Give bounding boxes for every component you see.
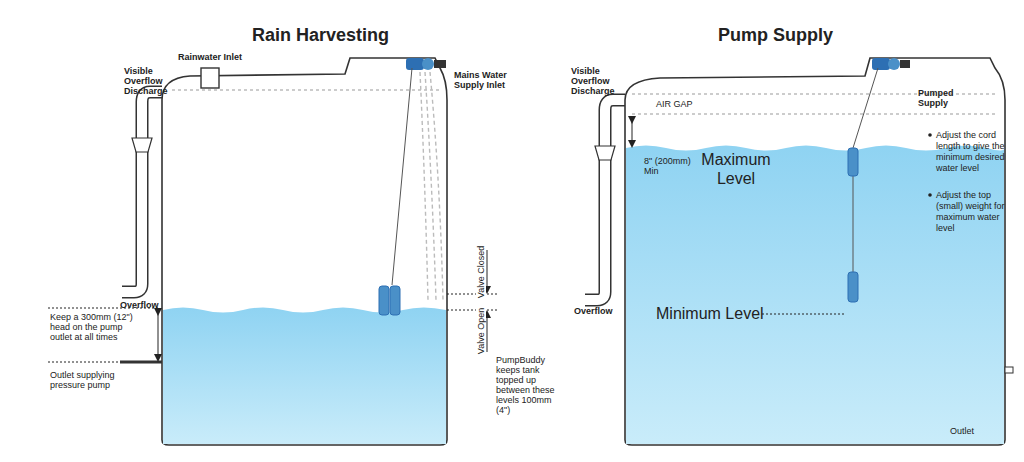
head-note: Keep a 300mm (12") head on the pump outl…: [50, 312, 146, 342]
level-label: Minimum Level: [656, 304, 766, 323]
inlet-label: Rainwater Inlet: [178, 52, 258, 62]
overflow-discharge-label: Visible Overflow Discharge: [571, 66, 629, 96]
level-note: PumpBuddy keeps tank topped up between t…: [496, 355, 558, 415]
inlet-label: Mains Water Supply Inlet: [454, 70, 516, 90]
overflow-label: Overflow: [574, 306, 634, 316]
outlet-label: Outlet: [950, 426, 1000, 436]
overflow-label: Overflow: [120, 300, 180, 310]
level-label: Maximum Level: [694, 150, 778, 188]
diagram-title: Pump Supply: [718, 24, 858, 46]
instruction-note: Adjust the top (small) weight for maximu…: [936, 190, 1016, 234]
supply-label: Pumped Supply: [918, 88, 978, 108]
overflow-discharge-label: Visible Overflow Discharge: [124, 66, 182, 96]
dimension-label: 8" (200mm) Min: [644, 156, 694, 176]
valve-state-label: Valve Open: [476, 302, 486, 360]
outlet-label: Outlet supplying pressure pump: [50, 370, 150, 390]
air-gap-label: AIR GAP: [654, 99, 708, 109]
valve-state-label: Valve Closed: [476, 243, 486, 301]
diagram-title: Rain Harvesting: [252, 24, 392, 46]
instruction-note: Adjust the cord length to give the minim…: [936, 130, 1016, 174]
